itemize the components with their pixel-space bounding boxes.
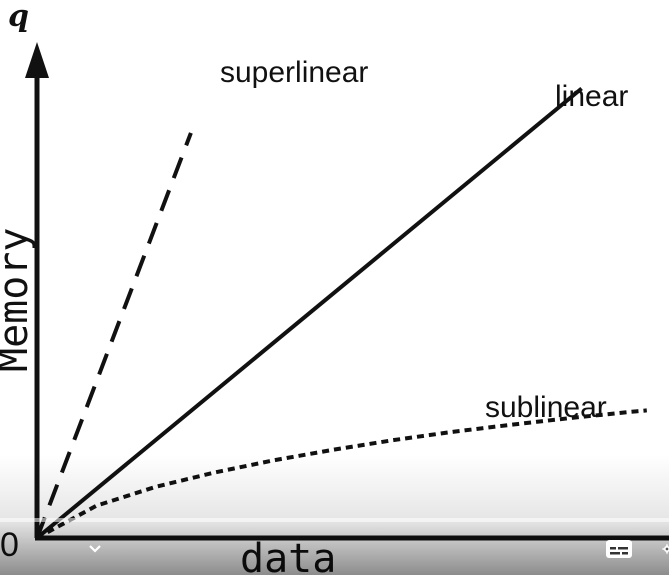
y-axis-symbol: q: [8, 0, 29, 34]
captions-icon: [606, 540, 632, 558]
plot-area: [35, 86, 647, 540]
captions-button[interactable]: [598, 532, 640, 566]
y-axis-arrowhead: [25, 42, 49, 78]
y-axis-label: Memory: [0, 228, 37, 373]
series-label-sublinear: sublinear: [485, 391, 607, 424]
series-line-sublinear: [36, 408, 647, 540]
series-label-linear: linear: [555, 80, 628, 113]
settings-button[interactable]: [652, 532, 669, 566]
collapse-button[interactable]: [80, 532, 110, 566]
player-progress-track[interactable]: [0, 518, 669, 522]
series-label-superlinear: superlinear: [220, 56, 368, 89]
chevron-down-icon: [89, 545, 101, 553]
origin-label: 0: [0, 526, 19, 564]
gear-icon: [662, 544, 669, 554]
series-line-superlinear: [35, 132, 193, 539]
series-line-linear: [35, 86, 583, 540]
x-axis-label: data: [240, 536, 336, 575]
